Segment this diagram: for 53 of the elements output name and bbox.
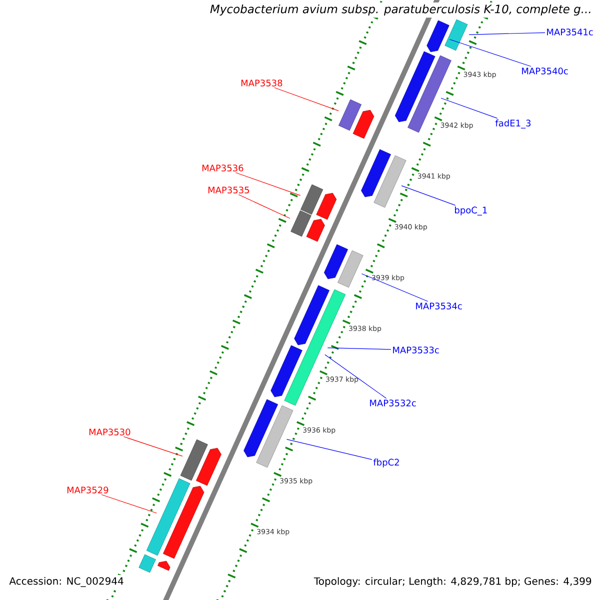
- gene-feature: [180, 439, 208, 481]
- leader-line: [468, 32, 546, 35]
- leader-line: [286, 439, 372, 460]
- gene-feature: [394, 51, 436, 122]
- gene-label: MAP3538: [241, 80, 282, 86]
- gene-label: MAP3534c: [416, 302, 462, 310]
- leader-line: [274, 87, 339, 112]
- gene-feature: [284, 289, 346, 406]
- gene-label: fadE1_3: [495, 120, 531, 128]
- gene-feature: [324, 244, 348, 280]
- leader-line: [327, 348, 392, 350]
- gene-label: MAP3540c: [522, 68, 568, 74]
- gene-feature: [270, 345, 302, 398]
- gene-feature: [338, 99, 362, 131]
- gene-feature: [290, 210, 312, 237]
- leader-line: [401, 185, 456, 206]
- gene-feature: [163, 486, 204, 559]
- leader-line: [449, 39, 532, 67]
- gene-feature: [294, 285, 330, 346]
- footer-text: Topology: circular; Length: 4,829,781 bp; Genes: 4,399: [312, 575, 594, 589]
- gene-feature: [426, 20, 450, 52]
- gene-feature: [196, 448, 222, 486]
- gene-label: MAP3532c: [370, 400, 416, 406]
- gene-label: fbpC2: [373, 458, 399, 468]
- gene-feature: [300, 184, 324, 215]
- gene-feature: [352, 110, 374, 139]
- gene-feature: [306, 218, 325, 242]
- gene-label: MAP3535: [208, 186, 249, 194]
- leader-line: [238, 194, 290, 219]
- gene-feature: [444, 19, 468, 51]
- gene-feature: [374, 155, 406, 208]
- gene-feature: [158, 560, 170, 571]
- gene-feature: [316, 192, 337, 220]
- map-title: Mycobacterium avium subsp. paratuberculosis K-10, complete g...: [208, 2, 594, 18]
- footer-text: Accession: NC_002944: [7, 575, 126, 589]
- gene-feature: [146, 478, 190, 556]
- gene-label: MAP3530: [89, 428, 130, 436]
- leader-line: [361, 273, 428, 302]
- gene-label: MAP3541c: [547, 28, 593, 36]
- gene-label: MAP3533c: [393, 346, 439, 354]
- gene-feature: [361, 149, 391, 198]
- leader-line: [440, 98, 498, 119]
- gene-feature: [138, 554, 156, 573]
- gene-label: bpoC_1: [455, 206, 487, 216]
- gene-feature: [256, 405, 294, 468]
- gene-feature: [244, 399, 278, 458]
- gene-label: MAP3529: [67, 486, 108, 494]
- leader-line: [101, 494, 157, 514]
- gene-feature: [338, 250, 364, 288]
- leader-line: [123, 436, 183, 456]
- leader-line: [235, 172, 301, 196]
- gene-label: MAP3536: [202, 164, 244, 172]
- leader-line: [324, 354, 387, 399]
